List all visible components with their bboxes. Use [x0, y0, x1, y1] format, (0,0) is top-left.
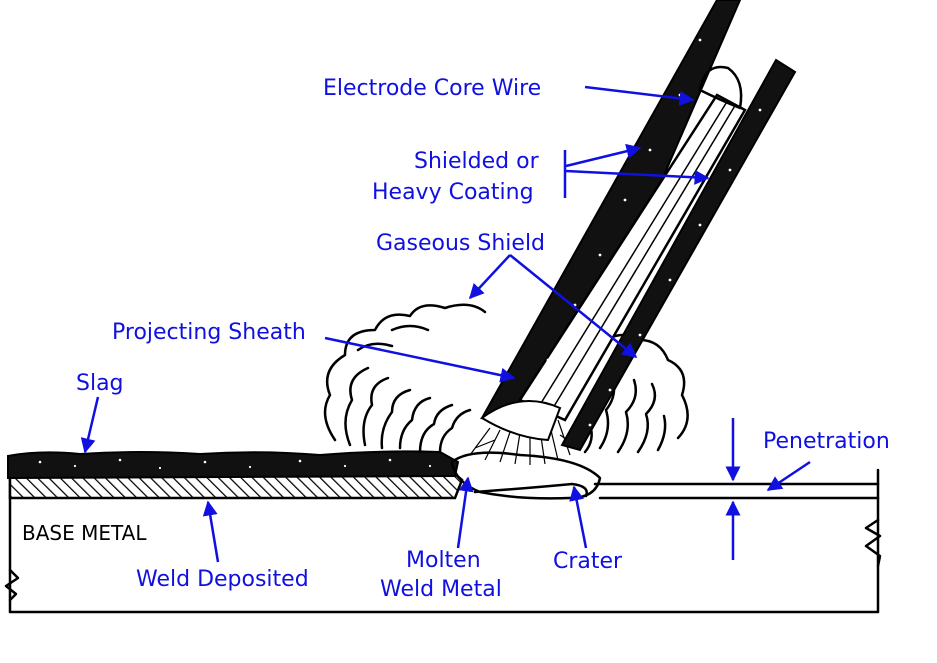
label-penetration: Penetration [763, 429, 890, 454]
label-gaseous-shield: Gaseous Shield [376, 231, 545, 256]
label-molten-line2: Weld Metal [380, 577, 502, 602]
label-projecting-sheath: Projecting Sheath [112, 320, 306, 345]
slag-speckles [38, 458, 432, 470]
projecting-sheath [480, 399, 562, 442]
slag-layer [7, 450, 460, 480]
label-weld-deposited: Weld Deposited [136, 567, 309, 592]
leader-arrows [80, 85, 811, 563]
electrode [480, 0, 797, 452]
label-molten-line1: Molten [406, 548, 481, 573]
label-base-metal: BASE METAL [22, 521, 147, 545]
base-metal-plate [4, 468, 882, 614]
label-slag: Slag [76, 371, 124, 396]
label-shielded-line1: Shielded or [414, 149, 540, 174]
label-crater: Crater [553, 549, 623, 574]
label-shielded-line2: Heavy Coating [372, 180, 534, 205]
weld-pool [450, 451, 602, 500]
label-electrode-core-wire: Electrode Core Wire [323, 76, 541, 101]
